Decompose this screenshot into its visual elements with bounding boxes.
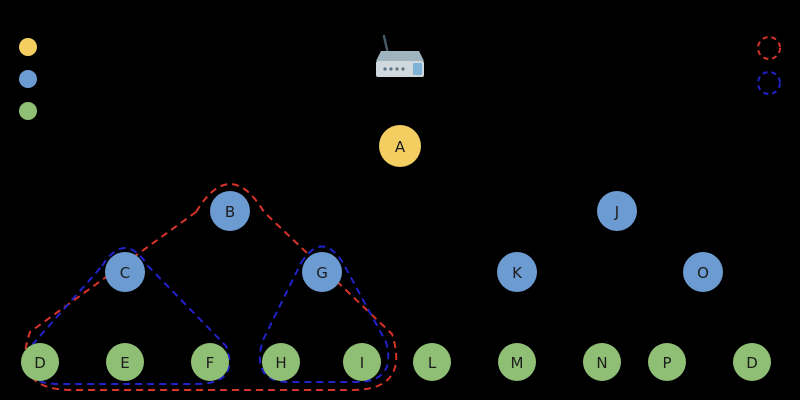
node-D1: D: [21, 343, 59, 381]
node-label-M: M: [511, 354, 524, 372]
edge-C-D1: [39, 271, 126, 363]
node-circle-H: [262, 343, 300, 381]
node-circle-I: [343, 343, 381, 381]
legend-yellow-node: [19, 38, 37, 56]
node-label-E: E: [120, 354, 129, 372]
node-B: B: [210, 191, 250, 231]
node-label-I: I: [360, 354, 364, 372]
node-circle-C: [105, 252, 145, 292]
node-circle-D1: [21, 343, 59, 381]
router-top-face: [376, 51, 424, 61]
router-icon: [376, 34, 424, 77]
node-H: H: [262, 343, 300, 381]
node-label-H: H: [275, 354, 286, 372]
node-O: O: [683, 252, 723, 292]
edge-B-C: [124, 210, 231, 273]
edge-K-L: [431, 271, 518, 363]
node-circle-E: [106, 343, 144, 381]
node-circle-N: [583, 343, 621, 381]
node-label-J: J: [614, 203, 619, 221]
node-circle-M: [498, 343, 536, 381]
node-label-A: A: [395, 138, 406, 156]
node-label-P: P: [662, 354, 671, 372]
node-label-O: O: [697, 264, 709, 282]
enclosure-red-group: [24, 183, 398, 391]
edge-A-J: [399, 145, 618, 212]
enclosure-blue-group-left: [27, 247, 231, 385]
edge-K-N: [516, 271, 603, 363]
node-label-K: K: [512, 264, 523, 282]
node-A: A: [379, 125, 421, 167]
node-circle-F: [191, 343, 229, 381]
node-I: I: [343, 343, 381, 381]
enclosure-blue-group-right: [258, 245, 390, 383]
node-circle-K: [497, 252, 537, 292]
node-label-G: G: [316, 264, 328, 282]
node-circle-G: [302, 252, 342, 292]
node-circle-P: [648, 343, 686, 381]
legend-blue-dashed-group: [757, 71, 781, 95]
router-accent-panel: [413, 63, 422, 75]
node-K: K: [497, 252, 537, 292]
router-light-4: [401, 67, 405, 71]
legend-red-dashed-group: [757, 36, 781, 60]
node-label-B: B: [225, 203, 235, 221]
node-M: M: [498, 343, 536, 381]
node-label-F: F: [206, 354, 215, 372]
node-circle-J: [597, 191, 637, 231]
node-F: F: [191, 343, 229, 381]
node-circle-L: [413, 343, 451, 381]
node-label-N: N: [596, 354, 607, 372]
legend-blue-node: [19, 70, 37, 88]
edge-A-B: [229, 145, 401, 212]
node-label-D1: D: [34, 354, 46, 372]
node-E: E: [106, 343, 144, 381]
node-label-D2: D: [746, 354, 758, 372]
legend-green-node: [19, 102, 37, 120]
node-circle-O: [683, 252, 723, 292]
node-circle-D2: [733, 343, 771, 381]
node-circle-A: [379, 125, 421, 167]
node-D2: D: [733, 343, 771, 381]
node-label-C: C: [120, 264, 130, 282]
node-label-L: L: [428, 354, 437, 372]
router-light-1: [383, 67, 387, 71]
router-light-2: [389, 67, 393, 71]
router-front-face: [376, 61, 424, 77]
node-N: N: [583, 343, 621, 381]
node-J: J: [597, 191, 637, 231]
node-circle-B: [210, 191, 250, 231]
node-C: C: [105, 252, 145, 292]
node-P: P: [648, 343, 686, 381]
node-L: L: [413, 343, 451, 381]
router-light-3: [395, 67, 399, 71]
edge-C-F: [124, 271, 211, 363]
node-G: G: [302, 252, 342, 292]
